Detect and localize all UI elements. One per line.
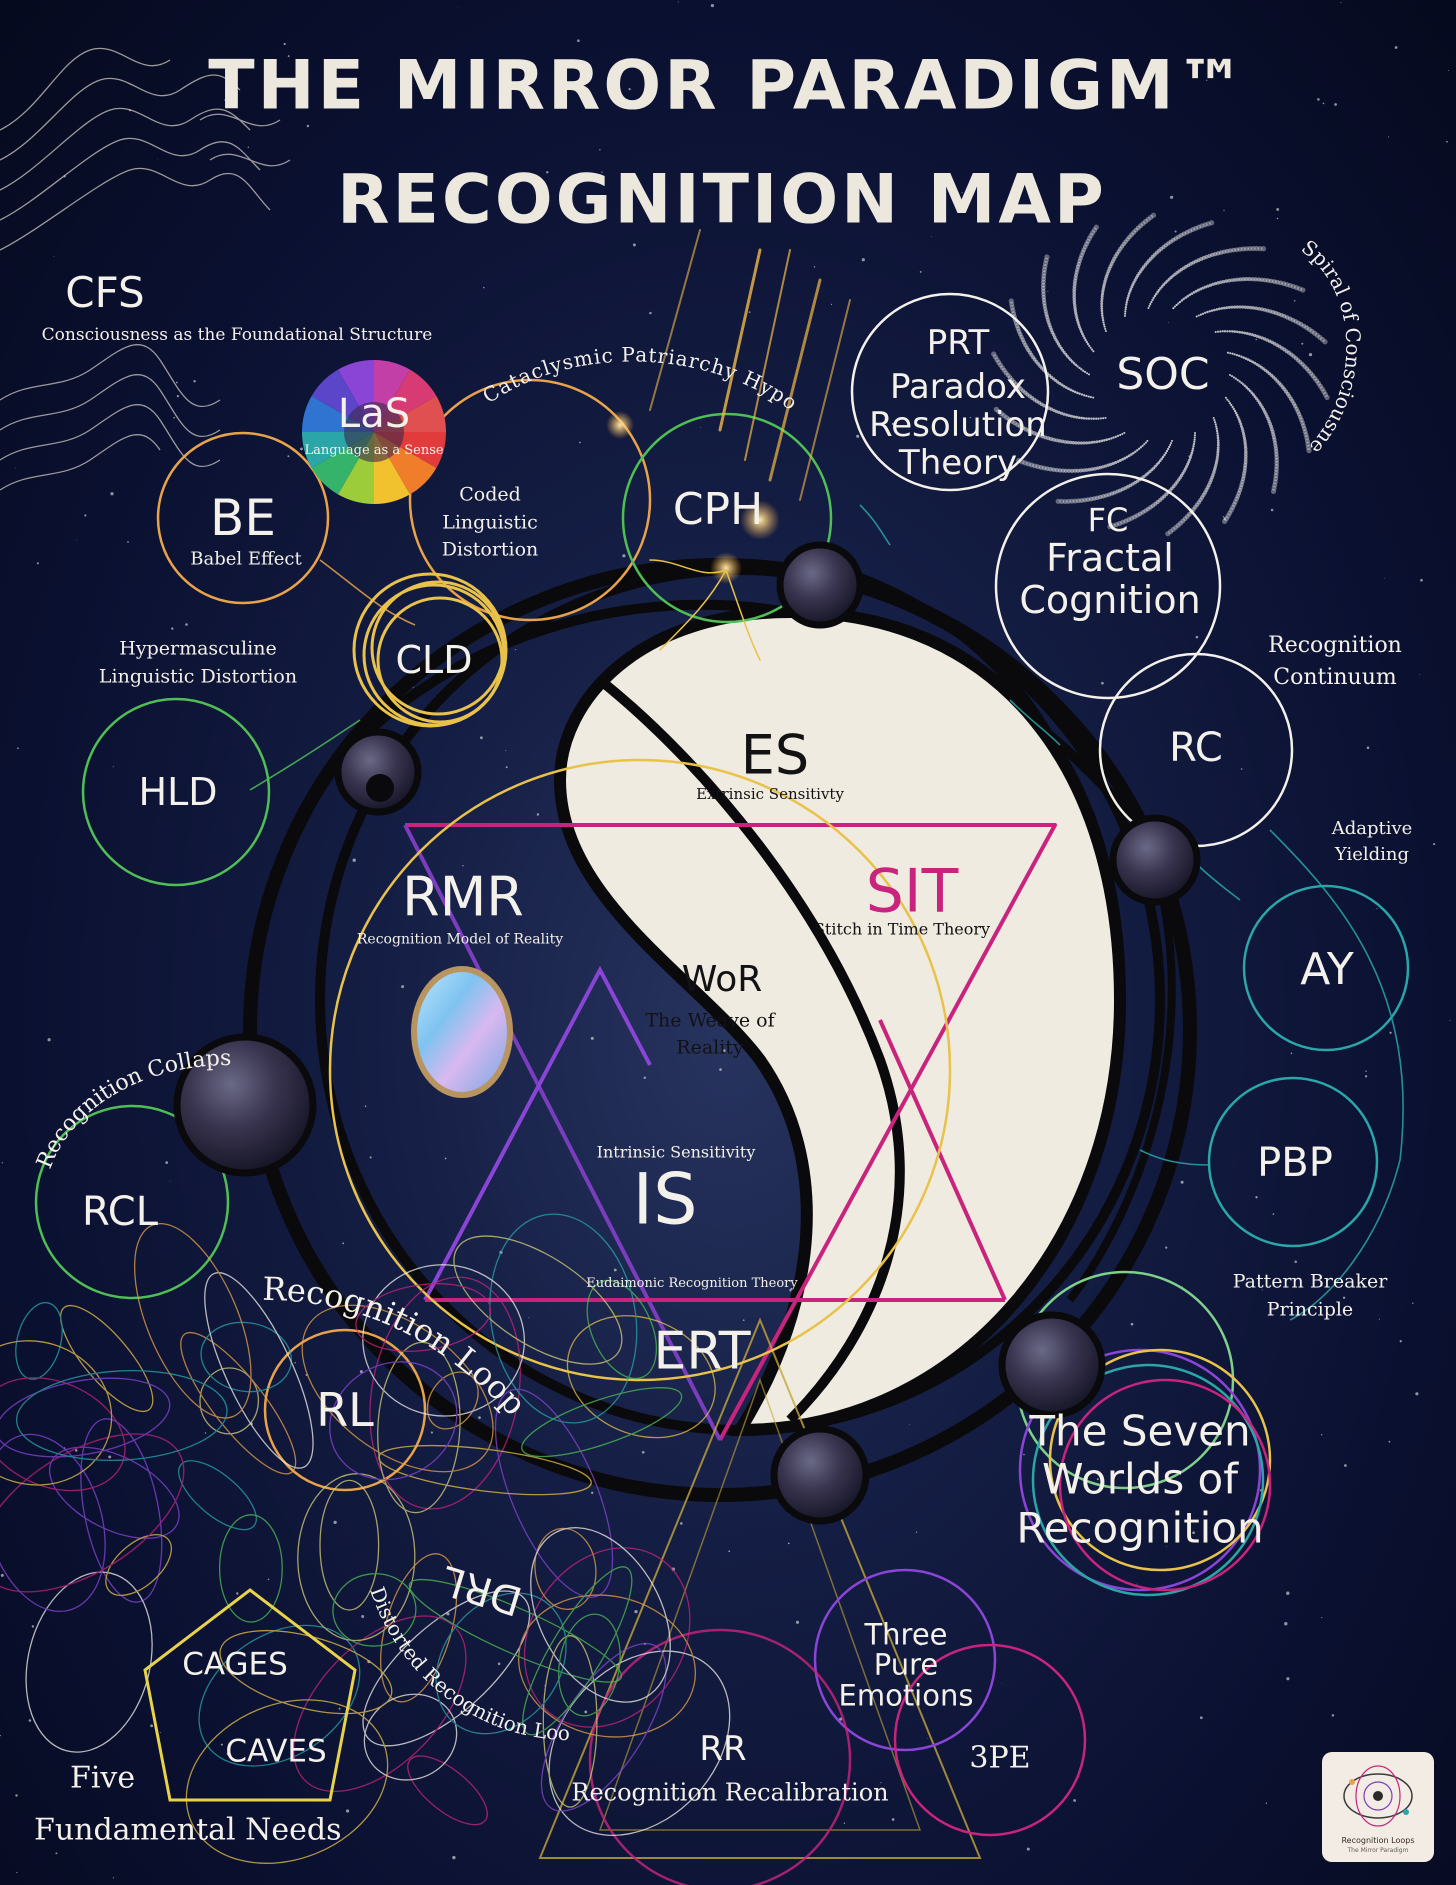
rcl-abbr: RCL: [81, 1189, 159, 1235]
meteors: [606, 229, 851, 661]
recognition-loop-scribbles: [0, 1213, 731, 1864]
cld-abbr: CLD: [395, 638, 473, 683]
seven-worlds-label: The Seven Worlds of Recognition: [1016, 1406, 1264, 1553]
las-abbr: LaS: [337, 391, 411, 437]
fc-abbr: FC: [1087, 501, 1129, 540]
orbs: [173, 541, 1201, 1525]
is-label: Intrinsic Sensitivity: [596, 1142, 756, 1162]
tpe-label: Three Pure Emotions: [838, 1617, 974, 1713]
prt-abbr: PRT: [926, 323, 990, 364]
rmr-abbr: RMR: [402, 865, 524, 929]
ay-label: Adaptive Yielding: [1331, 817, 1413, 865]
prt-label: Paradox Resolution Theory: [869, 366, 1047, 484]
logo-line-2: The Mirror Paradigm: [1347, 1847, 1409, 1854]
cph-abbr: CPH: [672, 483, 764, 535]
is-abbr: IS: [632, 1158, 698, 1241]
sit-abbr: SIT: [865, 856, 959, 927]
cld-label: Coded Linguistic Distortion: [441, 483, 539, 561]
es-label: Extrinsic Sensitivty: [696, 785, 844, 804]
las-label: Language as a Sense: [304, 443, 444, 459]
ffn-line-2: Fundamental Needs: [34, 1812, 342, 1848]
rmr-label: Recognition Model of Reality: [356, 931, 564, 948]
spiral-of-dots: [991, 212, 1330, 537]
ffn-line-1: Five: [70, 1760, 136, 1796]
logo-line-1: Recognition Loops: [1341, 1836, 1415, 1845]
logo-mark-icon: [1343, 1765, 1413, 1827]
caves-label: CAVES: [225, 1733, 327, 1770]
rc-label: Recognition Continuum: [1268, 633, 1402, 690]
es-abbr: ES: [740, 723, 810, 787]
las-color-wheel: [301, 359, 447, 505]
rr-abbr: RR: [699, 1729, 747, 1770]
cfs-label: Consciousness as the Foundational Struct…: [41, 325, 433, 346]
title-line-2: RECOGNITION MAP: [337, 160, 1107, 240]
five-needs-pentagon: [143, 1588, 357, 1802]
node-circles: [34, 292, 1410, 1885]
wor-abbr: WoR: [681, 959, 763, 1001]
hld-label: Hypermasculine Linguistic Distortion: [98, 637, 298, 687]
wave-lines: [0, 47, 291, 491]
wor-label: The Weave of Reality: [645, 1009, 775, 1058]
hld-abbr: HLD: [138, 770, 218, 815]
recognition-loops-logo: Recognition Loops The Mirror Paradigm: [1322, 1752, 1434, 1862]
rc-abbr: RC: [1169, 725, 1223, 771]
ert-label: Eudaimonic Recognition Theory: [586, 1276, 798, 1292]
pbp-label: Pattern Breaker Principle: [1232, 1270, 1388, 1320]
be-abbr: BE: [210, 488, 276, 547]
rr-label: Recognition Recalibration: [571, 1778, 889, 1807]
tpe-abbr: 3PE: [969, 1740, 1031, 1776]
moon-shape: [553, 605, 1127, 1437]
opal-gem: [411, 966, 513, 1098]
pbp-abbr: PBP: [1257, 1140, 1333, 1186]
cages-label: CAGES: [182, 1646, 288, 1683]
fc-label: Fractal Cognition: [1019, 536, 1201, 622]
be-label: Babel Effect: [190, 548, 302, 570]
ay-abbr: AY: [1300, 943, 1354, 995]
soc-abbr: SOC: [1116, 348, 1210, 400]
sit-label: Stitch in Time Theory: [813, 919, 991, 939]
orb-dot: [366, 774, 394, 802]
cfs-abbr: CFS: [65, 267, 145, 317]
star-triangles: [403, 823, 1057, 1859]
title-line-1: THE MIRROR PARADIGM™: [208, 46, 1248, 126]
ert-abbr: ERT: [653, 1321, 751, 1382]
cld-gold-rings: [352, 572, 508, 728]
rl-abbr: RL: [316, 1382, 374, 1437]
